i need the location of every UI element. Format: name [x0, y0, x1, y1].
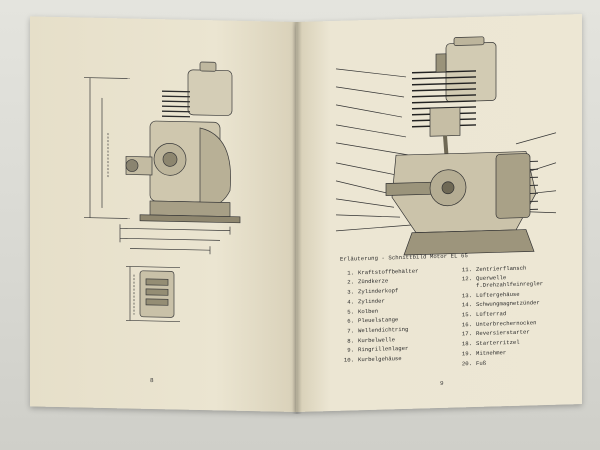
right-page: Erläuterung - Schnittbild Motor EL 65 1.… [296, 14, 582, 413]
legend-column-right: 11.Zentrierflansch 12.Querwelle f.Drehza… [458, 262, 576, 369]
legend-item: 20.Fuß [461, 359, 487, 367]
legend-column-left: 1.Kraftstoffbehälter 2.Zündkerze 3.Zylin… [340, 265, 458, 372]
engine-dimension-drawing [84, 61, 241, 322]
page-number-right: 9 [440, 379, 444, 387]
drawing-legend: Erläuterung - Schnittbild Motor EL 65 1.… [340, 248, 576, 372]
legend-item: 10.Kurbelgehäuse [343, 355, 402, 364]
engine-cross-section-drawing [335, 36, 557, 256]
open-booklet: 8 [30, 14, 582, 414]
left-page: 8 [30, 16, 296, 412]
legend-columns: 1.Kraftstoffbehälter 2.Zündkerze 3.Zylin… [340, 262, 576, 372]
book-gutter [292, 22, 302, 414]
page-number-left: 8 [150, 376, 154, 385]
